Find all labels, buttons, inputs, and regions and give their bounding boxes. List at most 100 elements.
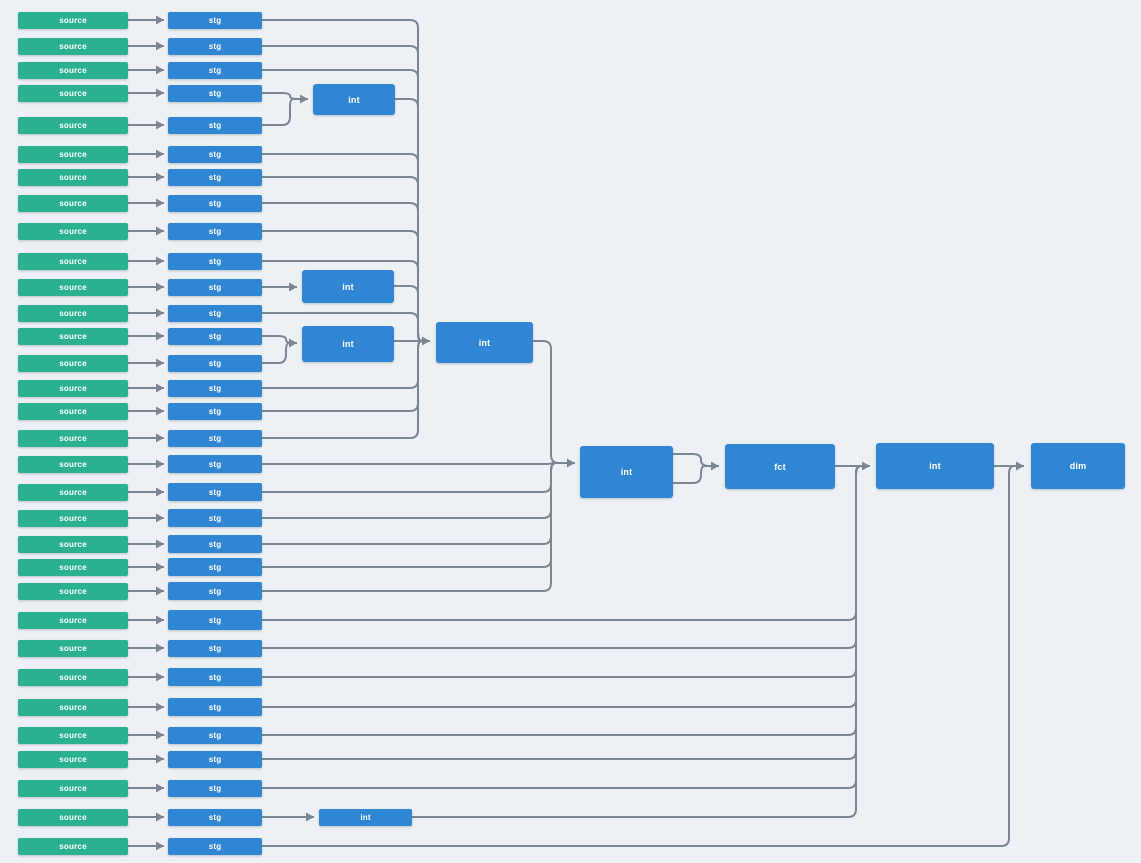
edge-arrowhead	[156, 615, 164, 625]
node-label: source	[59, 89, 87, 98]
node-label: stg	[208, 66, 222, 75]
node-source[interactable]: source	[18, 169, 128, 186]
node-stg[interactable]: stg	[168, 328, 262, 345]
node-stg[interactable]: stg	[168, 38, 262, 55]
node-stg[interactable]: stg	[168, 610, 262, 630]
node-stg[interactable]: stg	[168, 535, 262, 553]
node-source[interactable]: source	[18, 279, 128, 296]
edge-arrowhead	[289, 282, 297, 292]
node-source[interactable]: source	[18, 456, 128, 473]
node-source[interactable]: source	[18, 809, 128, 826]
node-source[interactable]: source	[18, 146, 128, 163]
edge-arrowhead	[156, 308, 164, 318]
node-int[interactable]: int	[302, 326, 394, 362]
node-label: source	[59, 540, 87, 549]
node-source[interactable]: source	[18, 669, 128, 686]
node-label: source	[59, 784, 87, 793]
node-source[interactable]: source	[18, 195, 128, 212]
node-stg[interactable]: stg	[168, 582, 262, 600]
node-stg[interactable]: stg	[168, 279, 262, 296]
node-source[interactable]: source	[18, 510, 128, 527]
node-source[interactable]: source	[18, 727, 128, 744]
node-int[interactable]: int	[876, 443, 994, 489]
node-stg[interactable]: stg	[168, 85, 262, 102]
node-source[interactable]: source	[18, 612, 128, 629]
node-int[interactable]: int	[319, 809, 412, 826]
edge-path	[262, 465, 1019, 847]
node-label: stg	[208, 283, 222, 292]
node-source[interactable]: source	[18, 38, 128, 55]
node-label: source	[59, 359, 87, 368]
node-source[interactable]: source	[18, 699, 128, 716]
node-source[interactable]: source	[18, 223, 128, 240]
edge-arrowhead	[156, 88, 164, 98]
node-stg[interactable]: stg	[168, 483, 262, 501]
edge-arrowhead	[156, 459, 164, 469]
node-label: source	[59, 703, 87, 712]
node-source[interactable]: source	[18, 62, 128, 79]
node-stg[interactable]: stg	[168, 12, 262, 29]
edge-arrowhead	[289, 338, 297, 348]
node-int[interactable]: int	[313, 84, 395, 115]
node-source[interactable]: source	[18, 403, 128, 420]
node-source[interactable]: source	[18, 85, 128, 102]
node-stg[interactable]: stg	[168, 305, 262, 322]
node-source[interactable]: source	[18, 640, 128, 657]
node-stg[interactable]: stg	[168, 809, 262, 826]
node-label: stg	[208, 199, 222, 208]
node-source[interactable]: source	[18, 536, 128, 553]
node-stg[interactable]: stg	[168, 668, 262, 686]
node-source[interactable]: source	[18, 559, 128, 576]
edge-arrowhead	[306, 812, 314, 822]
node-label: stg	[208, 813, 222, 822]
node-stg[interactable]: stg	[168, 403, 262, 420]
node-stg[interactable]: stg	[168, 117, 262, 134]
node-stg[interactable]: stg	[168, 62, 262, 79]
node-stg[interactable]: stg	[168, 195, 262, 212]
node-int[interactable]: int	[436, 322, 533, 363]
node-stg[interactable]: stg	[168, 169, 262, 186]
node-source[interactable]: source	[18, 328, 128, 345]
node-label: int	[342, 339, 354, 349]
node-label: source	[59, 813, 87, 822]
node-fct[interactable]: fct	[725, 444, 835, 489]
node-stg[interactable]: stg	[168, 223, 262, 240]
node-stg[interactable]: stg	[168, 146, 262, 163]
node-source[interactable]: source	[18, 484, 128, 501]
node-label: source	[59, 755, 87, 764]
node-label: stg	[208, 332, 222, 341]
node-source[interactable]: source	[18, 430, 128, 447]
node-source[interactable]: source	[18, 583, 128, 600]
node-stg[interactable]: stg	[168, 751, 262, 768]
node-stg[interactable]: stg	[168, 780, 262, 797]
node-source[interactable]: source	[18, 305, 128, 322]
node-stg[interactable]: stg	[168, 455, 262, 473]
node-stg[interactable]: stg	[168, 640, 262, 657]
node-source[interactable]: source	[18, 838, 128, 855]
node-dim[interactable]: dim	[1031, 443, 1125, 489]
node-stg[interactable]: stg	[168, 698, 262, 716]
node-source[interactable]: source	[18, 751, 128, 768]
node-stg[interactable]: stg	[168, 355, 262, 372]
edge-path	[262, 342, 292, 364]
edge-arrowhead	[156, 282, 164, 292]
node-stg[interactable]: stg	[168, 380, 262, 397]
node-source[interactable]: source	[18, 12, 128, 29]
node-int[interactable]: int	[302, 270, 394, 303]
node-stg[interactable]: stg	[168, 430, 262, 447]
node-int[interactable]: int	[580, 446, 673, 498]
node-source[interactable]: source	[18, 355, 128, 372]
node-stg[interactable]: stg	[168, 727, 262, 744]
node-source[interactable]: source	[18, 380, 128, 397]
node-source[interactable]: source	[18, 780, 128, 797]
node-source[interactable]: source	[18, 117, 128, 134]
edge-path	[262, 465, 866, 708]
node-stg[interactable]: stg	[168, 838, 262, 855]
edge-arrowhead	[156, 331, 164, 341]
node-stg[interactable]: stg	[168, 509, 262, 527]
node-stg[interactable]: stg	[168, 253, 262, 270]
node-source[interactable]: source	[18, 253, 128, 270]
node-label: stg	[208, 586, 222, 596]
node-stg[interactable]: stg	[168, 558, 262, 576]
